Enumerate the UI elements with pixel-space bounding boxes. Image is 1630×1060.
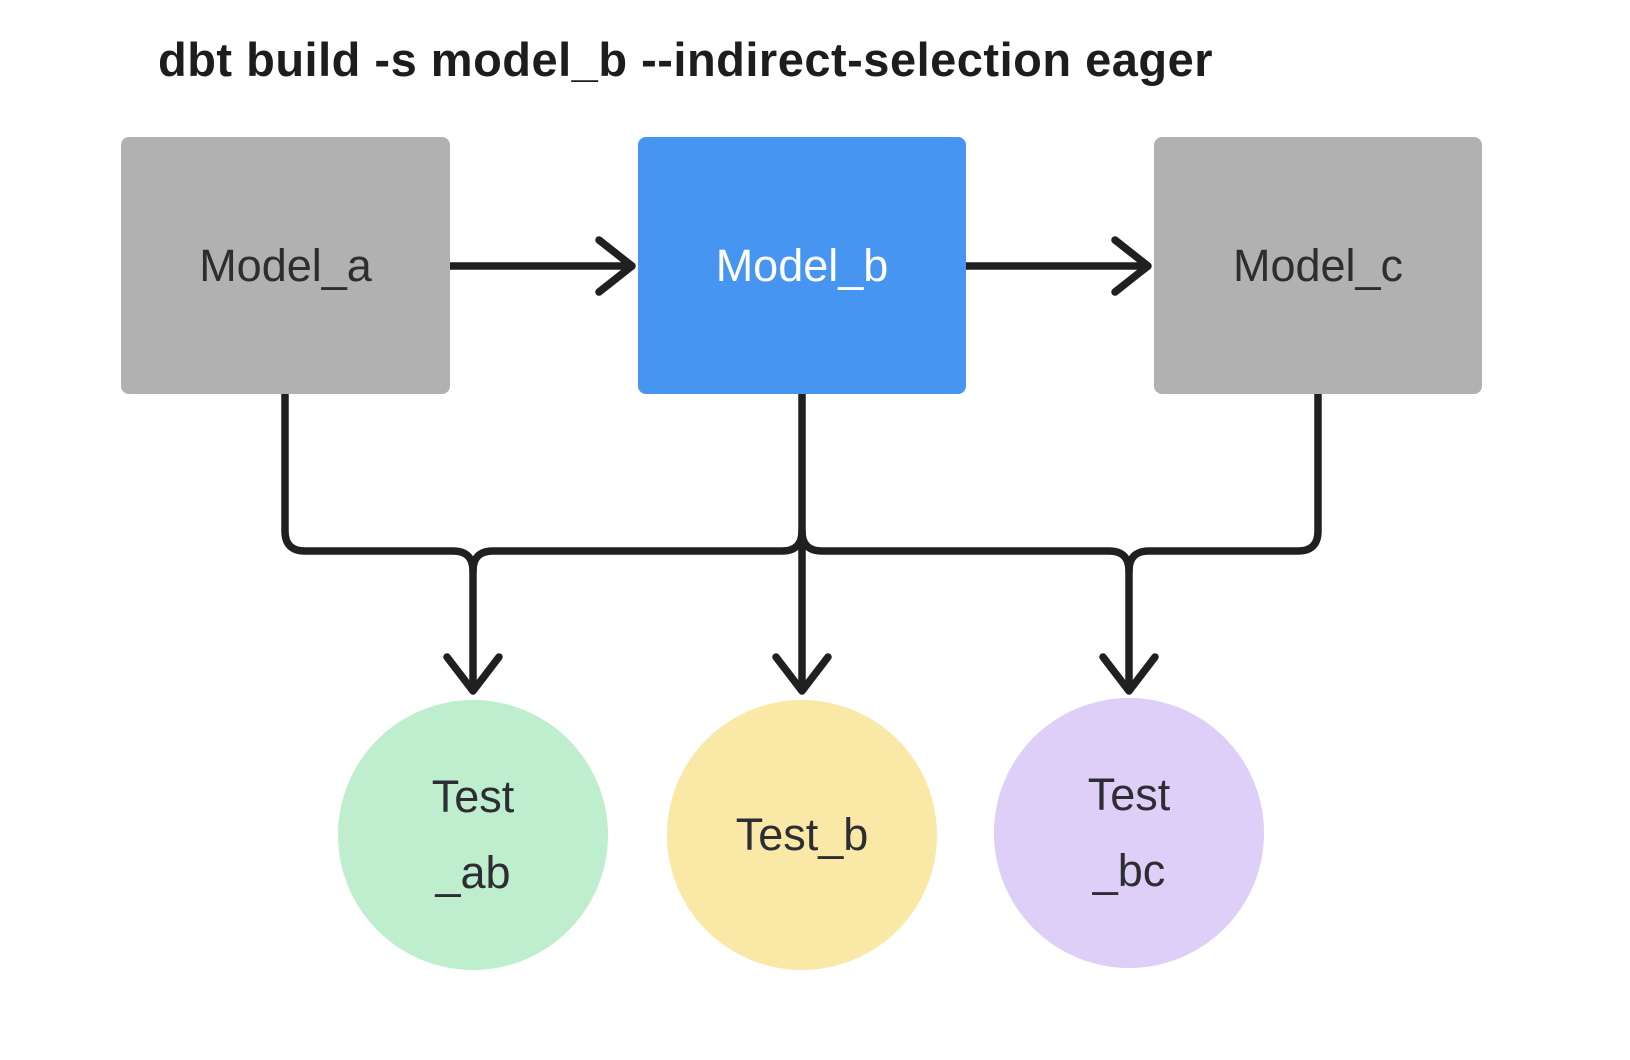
- command-title: dbt build -s model_b --indirect-selectio…: [158, 33, 1214, 86]
- edge-bus-testbc-to-model-b: [798, 527, 1133, 575]
- model-c-label: Model_c: [1232, 239, 1404, 291]
- test-b-label: Test_b: [735, 809, 869, 860]
- model-b-label: Model_b: [715, 239, 889, 291]
- model-a-label: Model_a: [199, 239, 372, 291]
- arrowhead-model-b-icon: [595, 236, 636, 296]
- test-ab-node: Test _ab: [338, 700, 608, 970]
- arrowhead-test-b-icon: [772, 653, 832, 695]
- edge-bus-testab-to-model-b: [469, 527, 806, 575]
- model-a-node: Model_a: [121, 137, 450, 394]
- test-bc-label-line2: _bc: [1092, 845, 1166, 896]
- test-ab-label-line1: Test: [431, 771, 515, 822]
- test-ab-label-line2: _ab: [435, 847, 511, 898]
- arrowhead-test-bc-icon: [1099, 653, 1159, 695]
- test-bc-node: Test _bc: [994, 698, 1264, 968]
- model-c-node: Model_c: [1154, 137, 1482, 394]
- test-bc-label-line1: Test: [1087, 769, 1171, 820]
- arrowhead-test-ab-icon: [443, 653, 503, 695]
- model-b-node: Model_b: [638, 137, 966, 394]
- edge-model-c-to-test-bc: [1125, 390, 1322, 694]
- test-b-node: Test_b: [667, 700, 937, 970]
- arrowhead-model-c-icon: [1111, 236, 1152, 296]
- edge-model-a-to-test-ab: [281, 390, 477, 694]
